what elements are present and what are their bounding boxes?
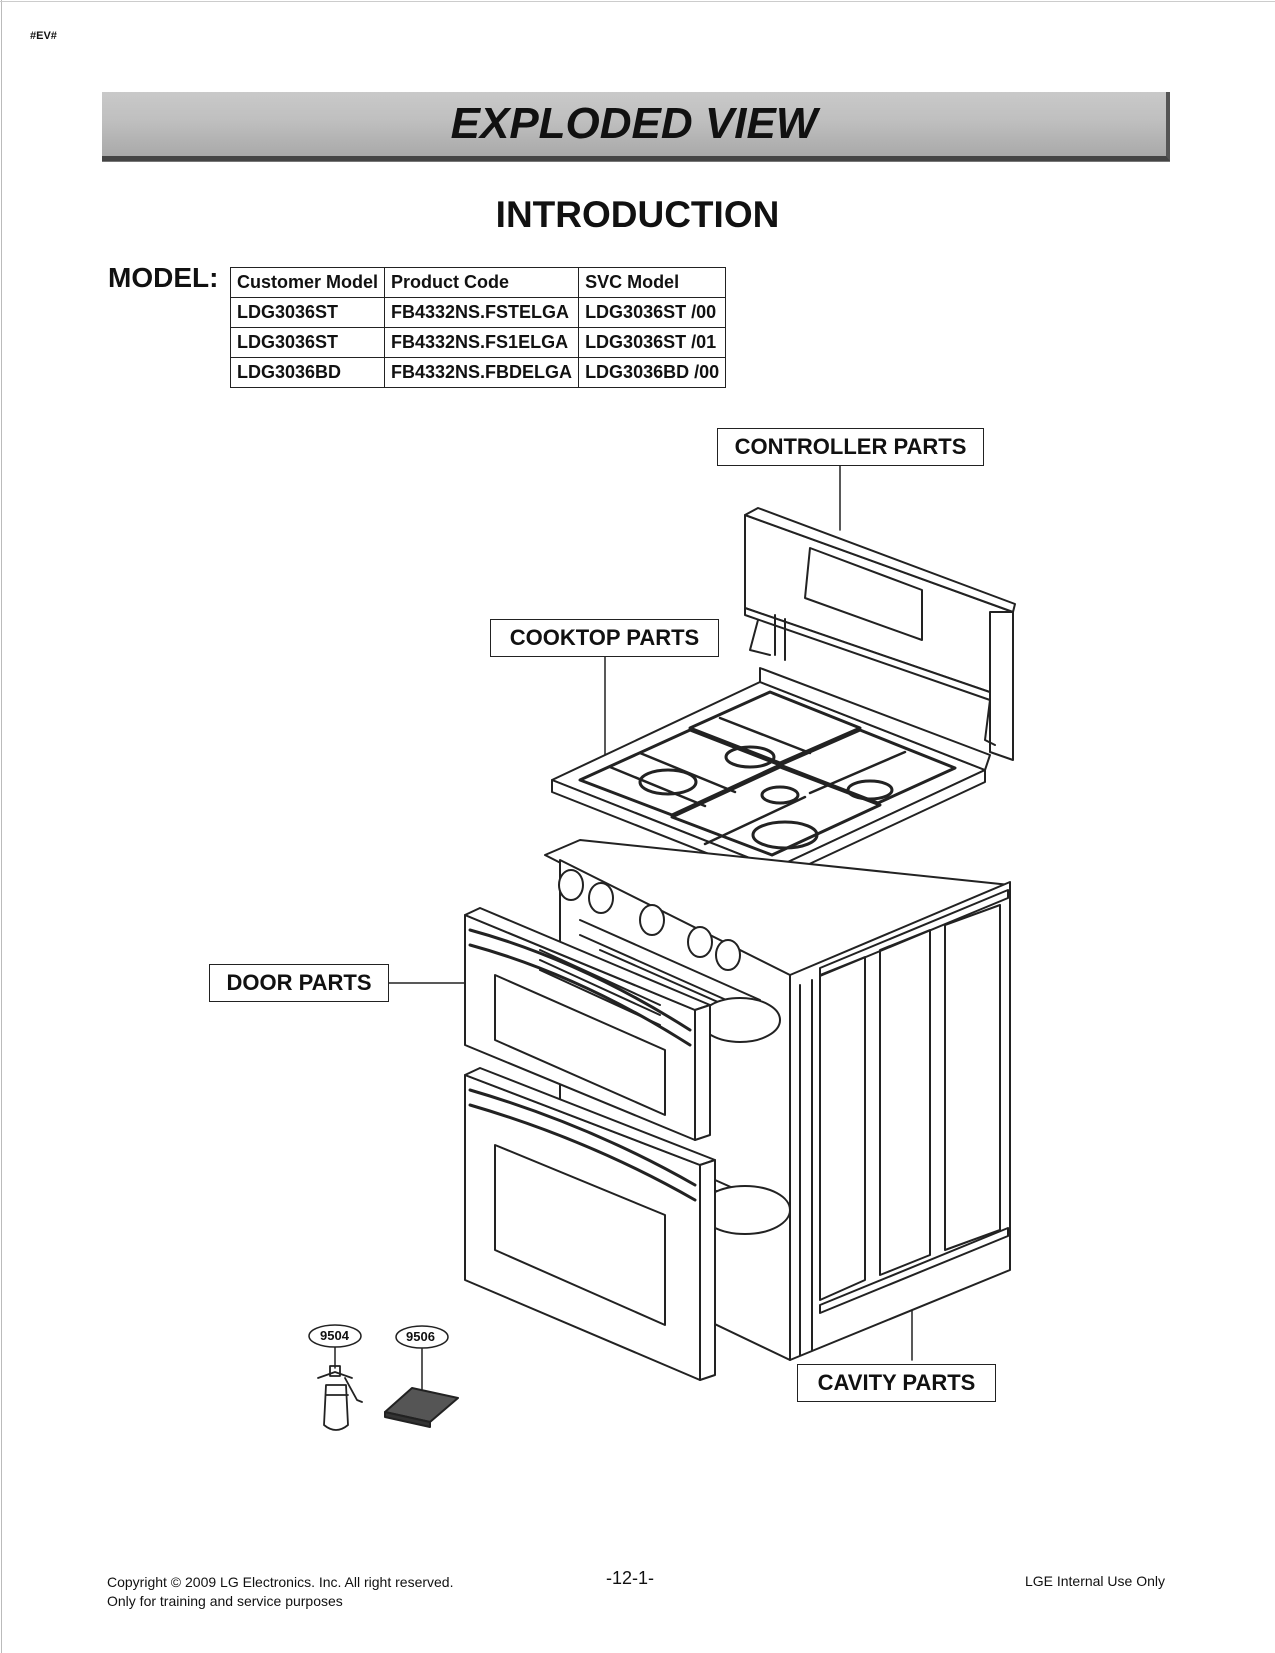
page-tag: #EV# [30, 30, 57, 42]
table-cell: LDG3036ST [229, 327, 386, 358]
model-label: MODEL: [108, 262, 219, 293]
model-table: Customer Model Product Code SVC Model LD… [229, 267, 727, 388]
table-header-row: Customer Model Product Code SVC Model [229, 267, 727, 298]
table-row: LDG3036ST FB4332NS.FSTELGA LDG3036ST /00 [229, 297, 727, 328]
table-cell: LDG3036ST [229, 297, 386, 328]
door-parts-callout: DOOR PARTS [209, 964, 389, 1002]
banner-title: EXPLODED VIEW [450, 99, 818, 148]
part-number-ellipse-9506 [395, 1325, 449, 1349]
part-number-9506: 9506 [406, 1329, 435, 1344]
page-border-top [0, 1, 1275, 2]
table-row: LDG3036BD FB4332NS.FBDELGA LDG3036BD /00 [229, 357, 727, 388]
table-cell: FB4332NS.FBDELGA [384, 357, 580, 388]
part-number-ellipse-9504 [308, 1324, 362, 1348]
footer-copyright: Copyright © 2009 LG Electronics. Inc. Al… [107, 1573, 453, 1611]
copyright-text: Copyright © 2009 LG Electronics. Inc. Al… [107, 1574, 454, 1590]
sprayer-bottle [317, 1365, 363, 1431]
table-header-cell: Customer Model [229, 267, 386, 298]
cooktop [551, 667, 991, 881]
table-cell: FB4332NS.FSTELGA [384, 297, 580, 328]
cooktop-parts-callout: COOKTOP PARTS [490, 619, 719, 657]
lower-door [464, 1067, 716, 1381]
cleaning-pad [384, 1387, 459, 1428]
title-banner: EXPLODED VIEW [102, 92, 1170, 161]
table-row: LDG3036ST FB4332NS.FS1ELGA LDG3036ST /01 [229, 327, 727, 358]
table-cell: LDG3036BD /00 [578, 357, 727, 388]
table-cell: FB4332NS.FS1ELGA [384, 327, 580, 358]
page-border-left [1, 0, 2, 1653]
cavity-parts-callout: CAVITY PARTS [797, 1364, 996, 1402]
part-number-9504: 9504 [320, 1328, 349, 1343]
table-header-cell: SVC Model [578, 267, 727, 298]
controller-backguard [744, 507, 1016, 761]
page-number: -12-1- [606, 1568, 655, 1588]
section-title: INTRODUCTION [495, 194, 780, 235]
leader-lines [334, 464, 913, 1396]
internal-use-notice: LGE Internal Use Only [1024, 1573, 1165, 1589]
purpose-text: Only for training and service purposes [107, 1593, 343, 1609]
controller-parts-callout: CONTROLLER PARTS [717, 428, 984, 466]
upper-door [464, 907, 711, 1141]
table-cell: LDG3036ST /01 [578, 327, 727, 358]
table-cell: LDG3036BD [229, 357, 386, 388]
